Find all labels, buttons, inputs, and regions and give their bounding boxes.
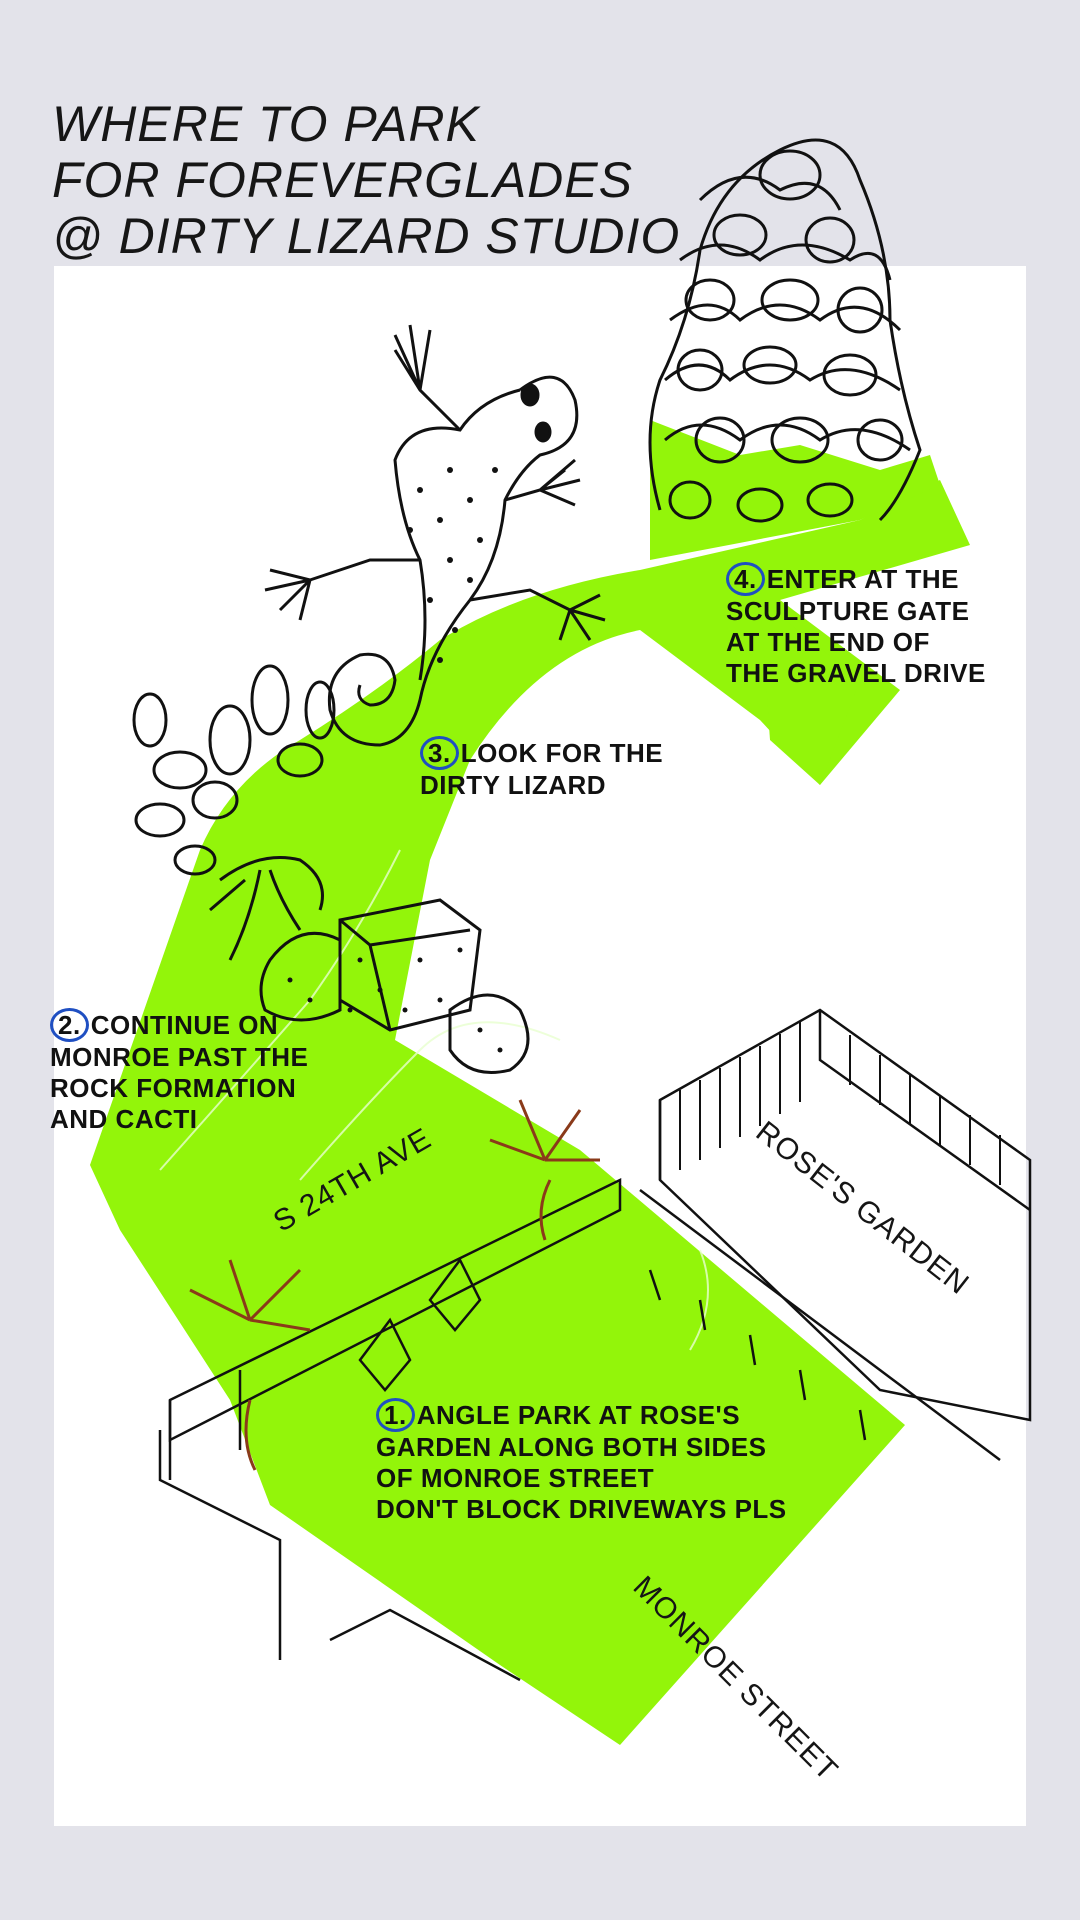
title-line-2: FOR FOREVERGLADES	[52, 152, 633, 208]
cactus-drawing	[132, 664, 336, 961]
step-4-line-2: SCULPTURE GATE	[726, 596, 970, 626]
map-title: WHERE TO PARK FOR FOREVERGLADES @ DIRTY …	[52, 96, 680, 264]
step-3-line-1: LOOK FOR THE	[460, 738, 664, 768]
sculpture-gate-drawing	[648, 138, 922, 523]
step-2-line-1: CONTINUE ON	[90, 1010, 279, 1040]
step-2-label: 2.CONTINUE ON MONROE PAST THE ROCK FORMA…	[50, 1008, 308, 1135]
step-4-line-4: THE GRAVEL DRIVE	[726, 658, 986, 688]
step-1-label: 1.ANGLE PARK AT ROSE'S GARDEN ALONG BOTH…	[376, 1398, 787, 1525]
step-4-label: 4.ENTER AT THE SCULPTURE GATE AT THE END…	[726, 562, 986, 689]
step-3-label: 3.LOOK FOR THE DIRTY LIZARD	[420, 736, 663, 801]
step-4-line-1: ENTER AT THE	[766, 564, 960, 594]
step-1-line-4: DON'T BLOCK DRIVEWAYS PLS	[376, 1494, 787, 1524]
step-3-line-2: DIRTY LIZARD	[420, 770, 607, 800]
step-2-line-2: MONROE PAST THE	[50, 1042, 309, 1072]
step-1-number: 1.	[376, 1398, 415, 1432]
palm-trees-drawing	[189, 1099, 600, 1471]
fence-pickets	[679, 1022, 1001, 1185]
fence-drawing	[639, 1008, 1032, 1461]
wall-drawing	[168, 1177, 622, 1480]
step-2-line-3: ROCK FORMATION	[50, 1073, 297, 1103]
step-2-number: 2.	[50, 1008, 89, 1042]
step-1-line-3: OF MONROE STREET	[376, 1463, 655, 1493]
step-3-number: 3.	[420, 736, 459, 770]
title-line-3: @ DIRTY LIZARD STUDIO	[52, 208, 681, 264]
step-2-line-4: AND CACTI	[50, 1104, 198, 1134]
rock-texture	[287, 947, 503, 1053]
rock-formation-drawing	[259, 898, 530, 1074]
step-4-number: 4.	[726, 562, 765, 596]
sidewalk-drawing	[158, 1269, 867, 1682]
lizard-drawing	[264, 324, 606, 747]
lizard-spots	[407, 467, 498, 663]
title-line-1: WHERE TO PARK	[52, 96, 480, 152]
route-path	[90, 420, 970, 1745]
step-1-line-1: ANGLE PARK AT ROSE'S	[416, 1400, 741, 1430]
step-4-line-3: AT THE END OF	[726, 627, 930, 657]
step-1-line-2: GARDEN ALONG BOTH SIDES	[376, 1432, 767, 1462]
